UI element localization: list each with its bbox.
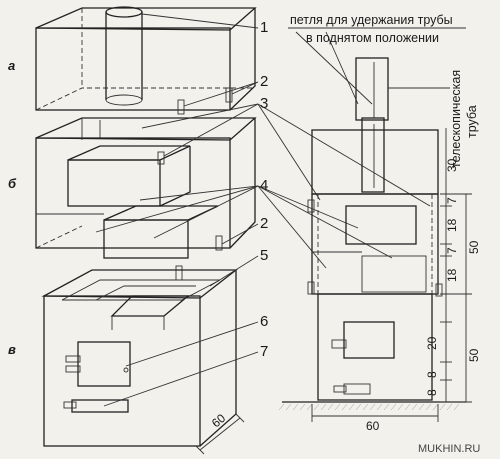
callout-7: 7 (260, 343, 268, 360)
callout-4: 4 (260, 177, 268, 194)
ground-hatch-line (313, 403, 320, 411)
ground-hatch-line (362, 403, 369, 411)
ground-hatch-line (327, 403, 334, 411)
ground-hatch-line (425, 403, 432, 411)
ground-hatch-line (355, 403, 362, 411)
ground-hatch-line (341, 403, 348, 411)
ground-hatch-line (369, 403, 376, 411)
dim-8-a: 8 (425, 371, 439, 378)
ground-hatch-line (320, 403, 327, 411)
dim-8-b: 8 (425, 389, 439, 396)
callout-1: 1 (260, 19, 268, 36)
ground-hatch-line (334, 403, 341, 411)
pipe-label: телескопическая труба (449, 70, 479, 168)
ground-hatch-line (390, 403, 397, 411)
elevation (282, 57, 466, 403)
ground-hatch-line (418, 403, 425, 411)
callout-6: 6 (260, 313, 268, 330)
dim-50-base: 50 (467, 348, 481, 362)
note-line-1: петля для удержания трубы (290, 13, 453, 27)
ground-hatch-line (278, 403, 285, 411)
callout-leaders (95, 13, 431, 407)
pipe-label-line-1: телескопическая (449, 70, 463, 168)
ground-hatch-line (383, 403, 390, 411)
dim-18-bottom: 18 (445, 268, 459, 282)
ground-hatch-line (397, 403, 404, 411)
section-label-a: а (8, 58, 15, 73)
callout-3: 3 (260, 95, 268, 112)
dimension-lines (288, 27, 472, 422)
ground-hatch-line (439, 403, 446, 411)
callout-2b: 2 (260, 215, 268, 232)
note-line-2: в поднятом положении (306, 31, 439, 45)
section-b (35, 117, 257, 281)
ground-hatch-line (432, 403, 439, 411)
tank-a (35, 6, 257, 115)
ground-hatch-line (285, 403, 292, 411)
callout-5: 5 (260, 247, 268, 264)
dim-7-top: 7 (445, 197, 459, 204)
ground-hatch-line (348, 403, 355, 411)
section-label-c: в (8, 342, 16, 357)
watermark: MUKHIN.RU (418, 443, 480, 455)
section-label-b: б (8, 176, 17, 191)
dim-20: 20 (425, 336, 439, 350)
callout-2: 2 (260, 73, 268, 90)
ground-hatch-line (453, 403, 460, 411)
ground-hatch-line (292, 403, 299, 411)
ground-hatch-line (376, 403, 383, 411)
ground-hatch-line (411, 403, 418, 411)
dim-width-side: 60 (366, 419, 380, 433)
dim-width-front: 60 (209, 411, 228, 431)
dim-30: 30 (445, 158, 459, 172)
dim-7-mid: 7 (445, 247, 459, 254)
dim-18-top: 18 (445, 218, 459, 232)
ground-hatch-line (306, 403, 313, 411)
dim-50-firebox: 50 (467, 240, 481, 254)
ground-hatch-line (299, 403, 306, 411)
ground-hatch (278, 403, 460, 411)
ground-hatch-line (404, 403, 411, 411)
pipe-label-line-2: труба (465, 105, 479, 138)
ground-hatch-line (446, 403, 453, 411)
